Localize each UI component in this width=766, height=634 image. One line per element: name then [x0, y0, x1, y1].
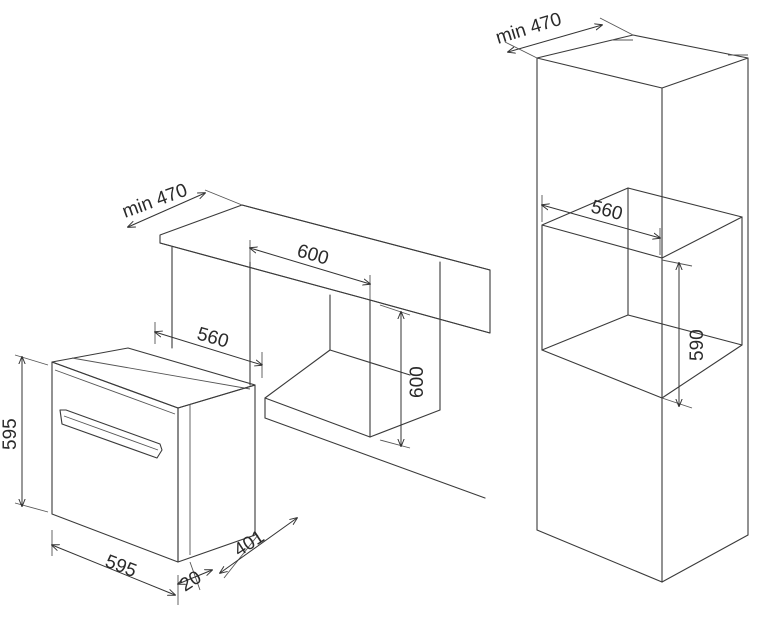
dim-right-height: 590 — [661, 259, 708, 409]
label-oven-offset: 20 — [176, 567, 205, 596]
label-right-width: 560 — [589, 197, 625, 225]
oven-door-handle — [59, 409, 163, 459]
label-left-depth: min 470 — [120, 180, 191, 223]
dim-left-height: 600 — [379, 304, 428, 449]
label-right-height: 590 — [687, 329, 708, 361]
label-oven-height: 595 — [0, 418, 21, 450]
column-cabinet — [536, 34, 749, 583]
dim-right-depth: min 470 — [493, 9, 634, 59]
label-oven-width: 595 — [102, 551, 139, 582]
dim-oven-width: 595 — [52, 530, 179, 605]
dim-oven-offset: 20 — [176, 561, 212, 596]
dim-left-top: 600 — [250, 240, 370, 300]
dim-oven-height: 595 — [0, 354, 49, 513]
label-oven-depth: 401 — [230, 526, 268, 561]
dim-right-width: 560 — [542, 195, 660, 255]
dim-left-depth: min 470 — [120, 180, 243, 227]
label-right-depth: min 470 — [493, 9, 564, 49]
label-left-width: 560 — [195, 324, 231, 353]
dim-left-width: 560 — [155, 322, 262, 378]
oven — [51, 347, 256, 563]
label-left-top: 600 — [295, 241, 331, 270]
dim-oven-depth: 401 — [220, 518, 297, 579]
label-left-height: 600 — [407, 366, 428, 398]
